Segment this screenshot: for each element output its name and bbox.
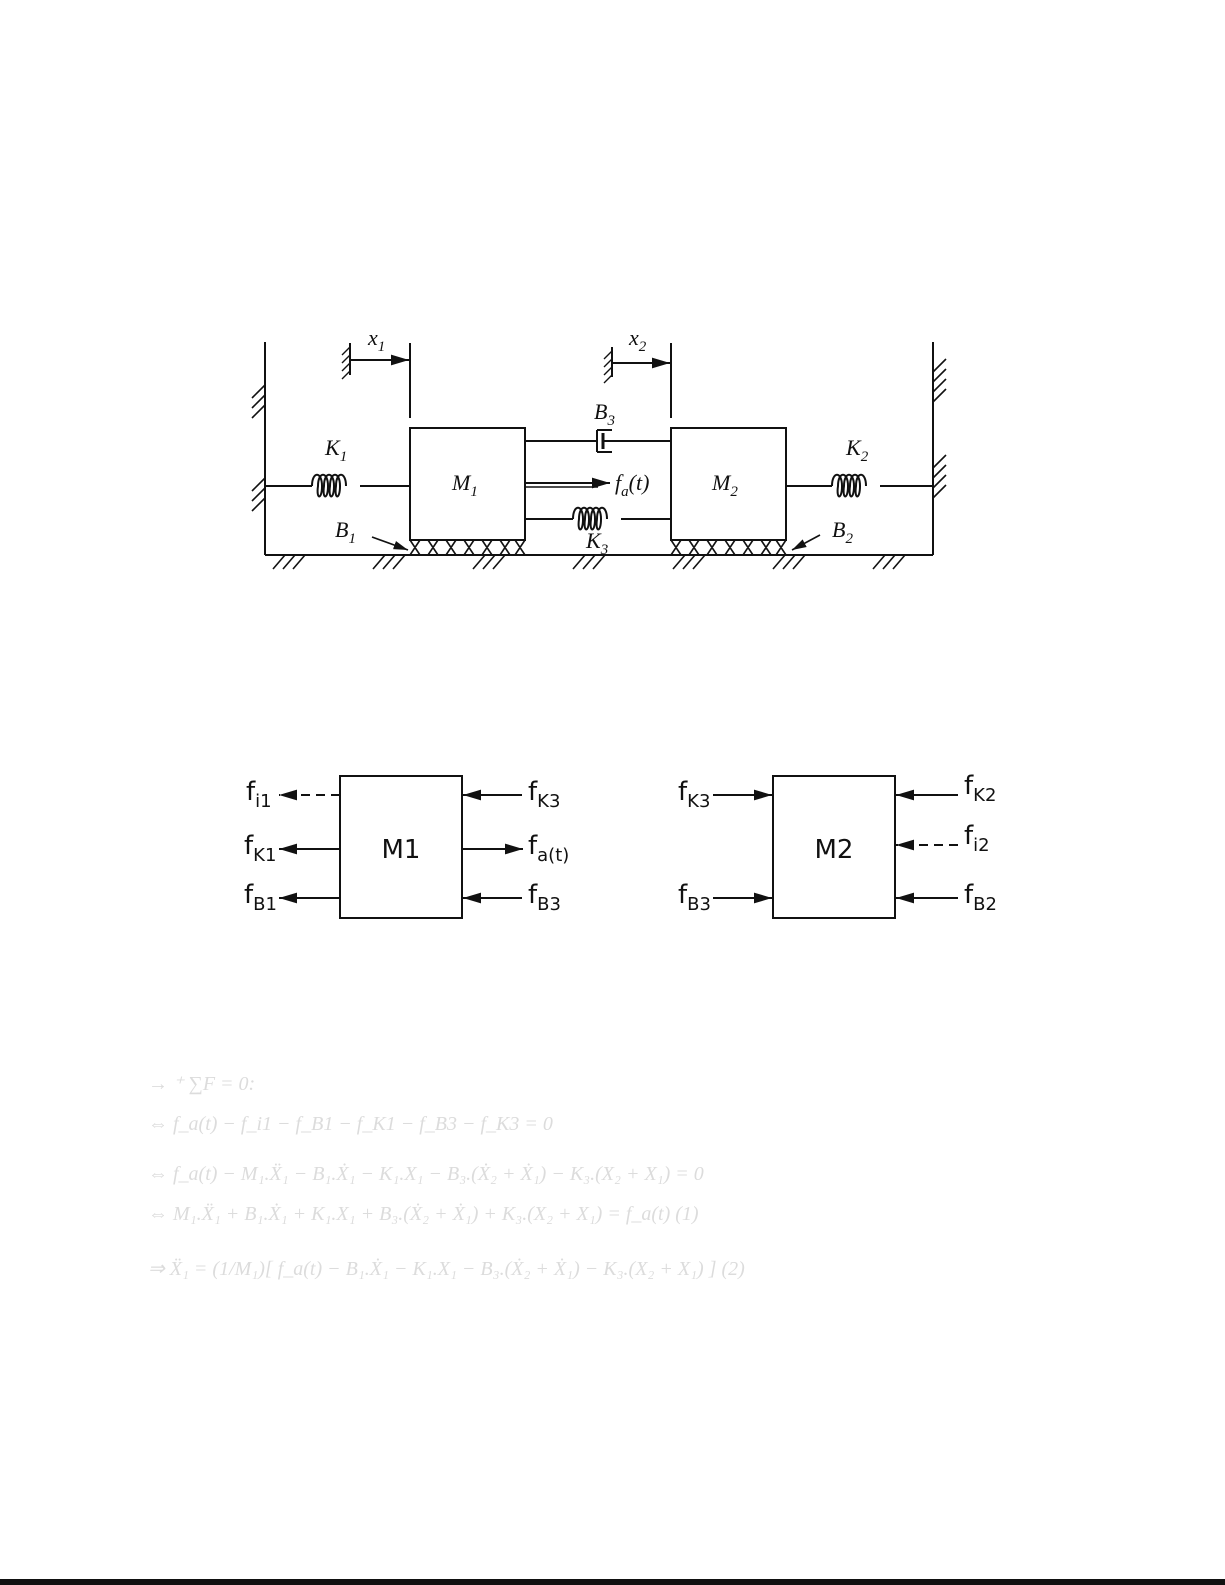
label-b1: B1 bbox=[335, 517, 356, 547]
equation-line: ⇒ Ẍ₁ = (1/M₁)[ f_a(t) − B₁.Ẋ₁ − K₁.X₁ − … bbox=[148, 1257, 745, 1280]
spring-k2 bbox=[786, 473, 933, 498]
equations-block: → ⁺ ∑F = 0: ⇔ f_a(t) − f_i1 − f_B1 − f_K… bbox=[148, 1073, 745, 1280]
equation-line: ⇔ f_a(t) − f_i1 − f_B1 − f_K1 − f_B3 − f… bbox=[148, 1113, 553, 1135]
fbd-m2-title: M2 bbox=[815, 835, 854, 865]
fbd-m2-fb3: fB3 bbox=[678, 880, 711, 915]
fbd-m1-block bbox=[339, 775, 463, 919]
fbd-m2-fi2: fi2 bbox=[964, 821, 990, 856]
label-fa: fa(t) bbox=[615, 470, 649, 500]
label-b2: B2 bbox=[832, 517, 853, 547]
label-m2: M2 bbox=[711, 470, 738, 500]
fbd-m2-fk3: fK3 bbox=[678, 777, 710, 812]
mechanical-system-diagram bbox=[251, 342, 947, 570]
damper-b3 bbox=[525, 429, 671, 453]
mass-m2-block bbox=[670, 427, 787, 541]
label-m1: M1 bbox=[451, 470, 478, 500]
system-labels: x1 x2 B3 K1 K2 M1 M2 fa(t) K3 B1 B2 bbox=[324, 325, 869, 558]
left-wall-hatch bbox=[251, 384, 266, 512]
fbd-m1-title: M1 bbox=[382, 835, 421, 865]
page-bottom-rule bbox=[0, 1579, 1225, 1585]
right-wall-hatch bbox=[932, 358, 947, 499]
fbd-m1-fk1: fK1 bbox=[244, 831, 276, 866]
equation-line: → ⁺ ∑F = 0: bbox=[148, 1073, 255, 1095]
mass-m2-rollers bbox=[670, 539, 787, 556]
spring-k1 bbox=[265, 473, 410, 498]
fbd-m2-labels: M2 fK3 fB3 fK2 fi2 fB2 bbox=[678, 771, 997, 915]
fbd-m2-block bbox=[772, 775, 896, 919]
fbd-m1-fb3: fB3 bbox=[528, 880, 561, 915]
fbd-m1-fk3: fK3 bbox=[528, 777, 560, 812]
fbd-m1-labels: M1 fi1 fK1 fB1 fK3 fa(t) fB3 bbox=[244, 777, 569, 915]
fbd-m1-fb1: fB1 bbox=[244, 880, 277, 915]
ground-hatch bbox=[272, 554, 906, 570]
fbd-m1 bbox=[279, 775, 523, 919]
mass-m1-rollers bbox=[409, 539, 526, 556]
equation-line: ⇔ M₁.Ẍ₁ + B₁.Ẋ₁ + K₁.X₁ + B₃.(Ẋ₂ + Ẋ₁) +… bbox=[148, 1202, 699, 1225]
b1-pointer bbox=[371, 536, 409, 551]
label-k2: K2 bbox=[845, 435, 869, 465]
label-x1: x1 bbox=[367, 325, 385, 355]
fbd-m2-fb2: fB2 bbox=[964, 880, 997, 915]
b2-pointer bbox=[791, 534, 821, 551]
fbd-m2 bbox=[713, 775, 958, 919]
label-x2: x2 bbox=[628, 325, 647, 355]
label-k1: K1 bbox=[324, 435, 347, 465]
fbd-m1-fat: fa(t) bbox=[528, 831, 569, 866]
equation-line: ⇔ f_a(t) − M₁.Ẍ₁ − B₁.Ẋ₁ − K₁.X₁ − B₃.(Ẋ… bbox=[148, 1162, 704, 1185]
fbd-m2-fk2: fK2 bbox=[964, 771, 996, 806]
label-k3: K3 bbox=[585, 528, 608, 558]
spring-k3 bbox=[525, 506, 671, 531]
fbd-m1-fi1: fi1 bbox=[246, 777, 272, 812]
label-b3: B3 bbox=[594, 399, 615, 429]
